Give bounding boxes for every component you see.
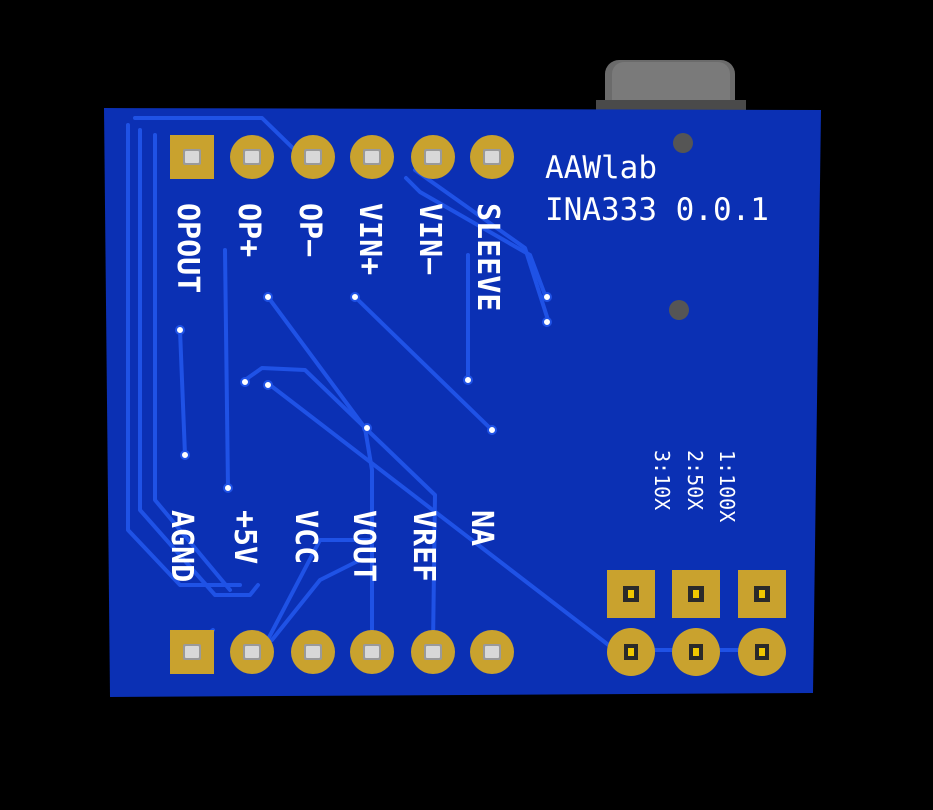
bottom-pad-1 [230,630,274,674]
pin-label-agnd: AGND [164,510,199,582]
top-pad-3 [350,135,394,179]
pin-label-vin-plus: VIN+ [352,203,387,275]
top-pad-4 [411,135,455,179]
pin-label-vref: VREF [406,510,441,582]
pin-label-op-plus: OP+ [231,203,266,257]
top-pad-2 [291,135,335,179]
gain-mode-2: 2:50X [683,450,707,510]
pin-label-vout: VOUT [346,510,381,582]
pin-label-na: NA [464,510,499,546]
bottom-pad-0 [170,630,214,674]
pin-label-sleeve: SLEEVE [470,203,505,311]
pin-label-op-minus: OP− [292,203,327,257]
gain-mode-1: 1:100X [715,450,739,522]
gain-jumper [607,570,786,676]
top-pad-0 [170,135,214,179]
brand-label: AAWlab [545,150,657,186]
bottom-pad-5 [470,630,514,674]
pcb-traces [126,116,762,652]
pin-label-opout: OPOUT [170,203,205,293]
pin-label-vin-minus: VIN− [412,203,447,275]
pin-label-vcc: VCC [288,510,323,564]
vias [175,292,552,493]
model-label: INA333 0.0.1 [545,192,769,228]
pin-label-5v: +5V [227,510,262,564]
top-header [170,135,514,179]
top-pad-1 [230,135,274,179]
bottom-pad-4 [411,630,455,674]
gain-mode-3: 3:10X [650,450,674,510]
bottom-pad-2 [291,630,335,674]
bottom-pad-3 [350,630,394,674]
audio-jack [596,60,746,115]
bottom-header [170,630,514,674]
mounting-holes [669,133,693,320]
top-pad-5 [470,135,514,179]
